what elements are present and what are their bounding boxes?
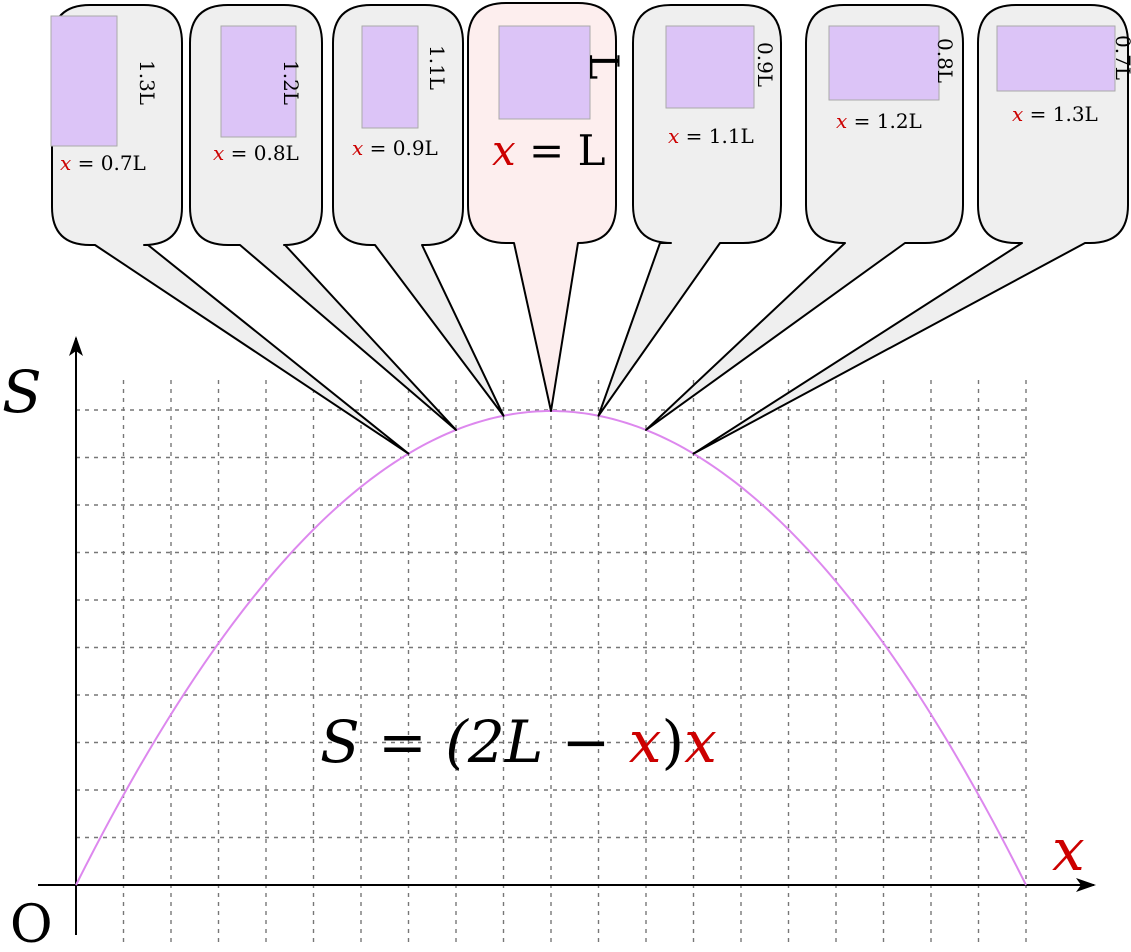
rectangle-shape bbox=[51, 16, 117, 146]
formula-mid: ) bbox=[661, 708, 684, 776]
rectangle-shape bbox=[829, 26, 939, 100]
x-symbol: x bbox=[60, 151, 71, 175]
rectangle-shape bbox=[499, 26, 590, 119]
rectangle-shape bbox=[362, 26, 418, 128]
grid bbox=[76, 380, 1028, 945]
formula-var2: x bbox=[684, 708, 717, 776]
x-value: = 0.8L bbox=[224, 141, 299, 165]
x-symbol: x bbox=[1012, 102, 1023, 126]
side-length-label: L bbox=[580, 53, 626, 80]
x-axis-label: x bbox=[1052, 816, 1085, 884]
rectangle-shape bbox=[997, 26, 1115, 91]
x-value: = 1.1L bbox=[679, 124, 754, 148]
side-length-label: 1.1L bbox=[425, 45, 449, 90]
x-symbol: x bbox=[213, 141, 224, 165]
x-value-label: x = L bbox=[492, 126, 605, 175]
x-value: = 0.9L bbox=[363, 136, 438, 160]
x-value-label: x = 0.8L bbox=[213, 141, 299, 165]
x-value: = 0.7L bbox=[71, 151, 146, 175]
side-length-label: 0.9L bbox=[753, 42, 777, 87]
x-symbol: x bbox=[352, 136, 363, 160]
x-value-label: x = 1.3L bbox=[1012, 102, 1098, 126]
side-length-label: 1.3L bbox=[135, 60, 159, 105]
y-axis-label: S bbox=[2, 358, 42, 426]
x-value-label: x = 1.1L bbox=[668, 124, 754, 148]
x-value-label: x = 1.2L bbox=[836, 109, 922, 133]
x-value: = L bbox=[516, 126, 606, 175]
callouts: 1.3L x = 0.7L 1.2L x = 0.8L 1.1L x = 0.9L Lx =… bbox=[51, 3, 1131, 454]
x-value: = 1.2L bbox=[847, 109, 922, 133]
side-length-label: 0.7L bbox=[1111, 35, 1131, 80]
x-value-label: x = 0.9L bbox=[352, 136, 438, 160]
x-symbol: x bbox=[836, 109, 847, 133]
x-symbol: x bbox=[668, 124, 679, 148]
callout: Lx = L bbox=[468, 3, 626, 411]
formula: S = (2L − x)x bbox=[320, 708, 717, 776]
side-length-label: 1.2L bbox=[279, 60, 303, 105]
x-symbol: x bbox=[492, 126, 516, 175]
formula-lhs: S = (2L − bbox=[320, 708, 629, 776]
side-length-label: 0.8L bbox=[933, 38, 957, 83]
x-value: = 1.3L bbox=[1023, 102, 1098, 126]
origin-label: O bbox=[10, 895, 53, 947]
x-value-label: x = 0.7L bbox=[60, 151, 146, 175]
formula-var1: x bbox=[629, 708, 662, 776]
rectangle-shape bbox=[666, 26, 754, 108]
